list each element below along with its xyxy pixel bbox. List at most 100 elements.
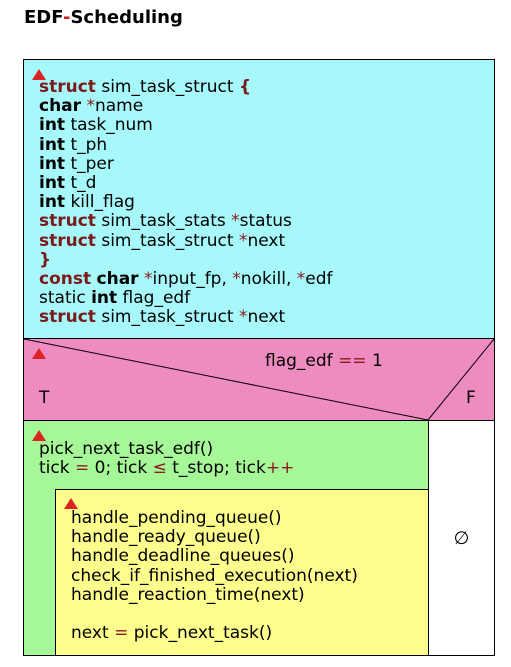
code-token: t_d: [65, 173, 97, 194]
code-token: *: [231, 211, 240, 232]
code-token: [71, 604, 76, 624]
diagram-title: EDF-Scheduling: [24, 7, 183, 29]
code-token: {: [238, 77, 252, 97]
loop-body-code: handle_pending_queue()handle_ready_queue…: [71, 508, 358, 643]
declaration-line: int t_per: [39, 153, 333, 174]
code-token: pick_next_task_edf(): [39, 439, 214, 459]
code-token: *: [238, 230, 248, 251]
loop-body-line: check_if_finished_execution(next): [71, 565, 358, 586]
code-token: status: [239, 211, 292, 232]
code-token: sim_task_struct: [95, 77, 239, 97]
code-token: kill_flag: [65, 192, 135, 213]
declaration-line: struct sim_task_struct *next: [39, 230, 333, 251]
code-token: flag_edf: [265, 351, 339, 371]
code-token: *: [86, 96, 95, 117]
code-token: t_per: [65, 153, 114, 174]
code-token: next: [71, 623, 115, 644]
code-token: check_if_finished_execution(next): [71, 565, 358, 586]
code-token: sim_task_stats: [95, 211, 232, 232]
code-token: char: [96, 269, 139, 290]
false-branch-label: F: [466, 388, 476, 408]
code-token: edf: [305, 269, 333, 290]
declaration-line: char *name: [39, 97, 333, 116]
code-token: *: [143, 269, 153, 290]
declaration-line: int kill_flag: [39, 193, 333, 212]
code-token: }: [39, 249, 52, 270]
else-block: ∅: [428, 420, 495, 656]
code-token: 1: [366, 351, 383, 371]
code-token: struct: [39, 211, 96, 232]
title-dash: -: [62, 7, 71, 28]
code-token: int: [39, 192, 66, 213]
loop-body-block: handle_pending_queue()handle_ready_queue…: [55, 489, 429, 656]
declaration-line: int task_num: [39, 116, 333, 135]
collapse-marker-icon[interactable]: [32, 430, 46, 441]
loop-header-line: tick = 0; tick ≤ t_stop; tick++: [39, 459, 294, 478]
title-part-edf: EDF: [24, 7, 63, 28]
code-token: ≤: [152, 458, 167, 479]
condition-line: flag_edf == 1: [265, 351, 383, 371]
code-token: tick: [39, 458, 75, 479]
code-token: next: [247, 230, 286, 251]
code-token: next: [247, 307, 286, 328]
loop-body-line: [71, 605, 358, 624]
code-token: *: [232, 269, 241, 290]
declaration-line: int t_ph: [39, 134, 333, 155]
code-token: struct: [39, 307, 96, 328]
collapse-marker-icon[interactable]: [32, 69, 46, 80]
code-token: handle_ready_queue(): [71, 527, 261, 548]
collapse-marker-icon[interactable]: [32, 348, 46, 359]
loop-header-code: pick_next_task_edf()tick = 0; tick ≤ t_s…: [39, 439, 294, 478]
code-token: ==: [338, 351, 367, 371]
code-token: handle_reaction_time(next): [71, 584, 305, 605]
declaration-line: struct sim_task_struct *next: [39, 308, 333, 327]
code-token: ++: [265, 458, 295, 479]
code-token: int: [39, 115, 66, 136]
code-token: int: [91, 288, 118, 309]
code-token: =: [74, 458, 90, 479]
condition-block: flag_edf == 1 T F: [23, 338, 495, 421]
code-token: int: [39, 173, 66, 194]
code-token: struct: [39, 230, 96, 251]
condition-diagonals: [24, 339, 494, 420]
code-token: flag_edf: [117, 288, 191, 309]
code-token: input_fp,: [152, 269, 233, 290]
declaration-line: }: [39, 249, 333, 270]
code-token: const: [39, 269, 92, 290]
code-token: 0; tick: [89, 458, 153, 479]
loop-body-line: next = pick_next_task(): [71, 624, 358, 643]
code-token: task_num: [65, 115, 153, 136]
loop-body-line: handle_pending_queue(): [71, 508, 358, 528]
loop-body-line: handle_deadline_queues(): [71, 547, 358, 566]
true-branch-label: T: [39, 388, 50, 408]
code-token: sim_task_struct: [95, 307, 239, 328]
code-token: pick_next_task(): [128, 623, 273, 644]
loop-body-line: handle_reaction_time(next): [71, 584, 358, 605]
code-token: t_ph: [65, 134, 108, 155]
declaration-line: static int flag_edf: [39, 289, 333, 308]
code-token: struct: [39, 77, 96, 97]
declaration-line: struct sim_task_struct {: [39, 77, 333, 97]
code-token: int: [39, 153, 66, 174]
loop-body-line: handle_ready_queue(): [71, 528, 358, 547]
code-token: *: [238, 307, 248, 328]
code-token: handle_deadline_queues(): [71, 546, 295, 567]
collapse-marker-icon[interactable]: [64, 498, 78, 509]
code-token: *: [296, 269, 306, 290]
condition-expression: flag_edf == 1: [265, 351, 383, 371]
declaration-line: const char *input_fp, *nokill, *edf: [39, 269, 333, 290]
code-token: int: [39, 134, 66, 155]
code-token: static: [39, 288, 92, 309]
title-part-scheduling: Scheduling: [70, 7, 183, 28]
code-token: nokill,: [240, 269, 297, 290]
declaration-line: int t_d: [39, 173, 333, 194]
code-token: handle_pending_queue(): [71, 508, 282, 528]
declaration-line: struct sim_task_stats *status: [39, 212, 333, 231]
code-token: sim_task_struct: [95, 230, 239, 251]
empty-set-icon: ∅: [453, 528, 470, 549]
code-token: name: [94, 96, 144, 117]
code-token: char: [39, 96, 82, 117]
code-token: t_stop; tick: [166, 458, 266, 479]
